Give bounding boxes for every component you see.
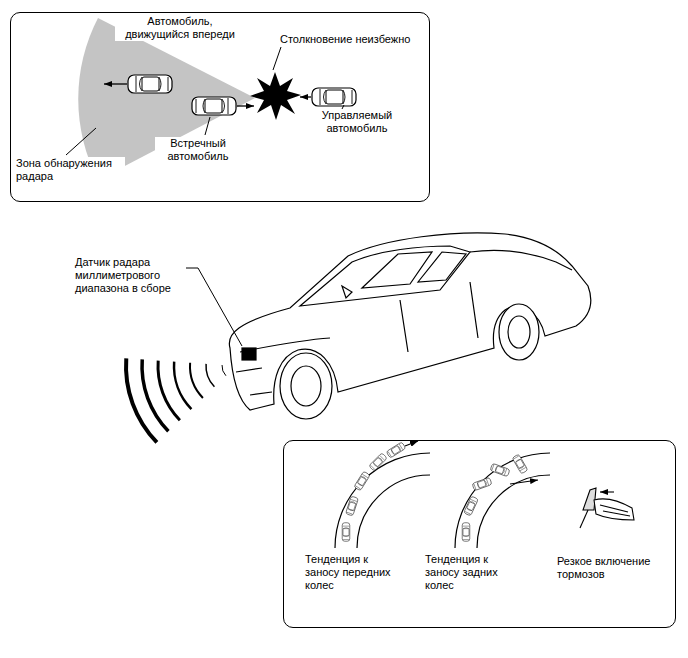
scene-label: Встречный автомобиль <box>155 137 241 163</box>
wave-arc <box>126 358 157 442</box>
vehicle <box>229 233 590 419</box>
motion-arrow <box>237 105 254 106</box>
driven-car <box>312 88 356 106</box>
radar-zone <box>78 18 255 180</box>
scene-label: Автомобиль, движущийся впереди <box>115 15 245 41</box>
motion-arrow <box>300 96 311 97</box>
radar-waves <box>126 358 226 442</box>
wave-arc <box>190 363 203 398</box>
motion-arrow <box>104 83 127 84</box>
wave-arc <box>222 365 226 376</box>
leader-line <box>186 268 242 346</box>
scene-label: Тенденция к заносу задних колес <box>424 553 526 593</box>
wave-arc <box>174 362 191 409</box>
collision-star <box>250 72 301 120</box>
scene-label: Тенденция к заносу передних колес <box>304 553 406 593</box>
leader-line <box>273 47 281 70</box>
wave-arc <box>142 359 168 431</box>
wave-arc <box>158 361 180 421</box>
oncoming-car <box>192 97 236 115</box>
understeer-cars <box>342 441 418 541</box>
oversteer-cars <box>462 454 538 541</box>
scene-label: Зона обнаружения радара <box>15 157 125 183</box>
road-curve <box>335 453 550 548</box>
scene-label: Управляемый автомобиль <box>311 109 403 135</box>
scene-frame: Тенденция к заносу передних колес Тенденц… <box>283 440 676 628</box>
leader-line <box>205 117 210 135</box>
wave-arc <box>206 364 214 387</box>
leader-line <box>66 128 96 155</box>
scene-label: Столкновение неизбежно <box>279 33 411 46</box>
scene-label: Резкое включение тормозов <box>556 555 663 581</box>
part-label: Датчик радара миллиметрового диапазона в… <box>74 256 186 296</box>
scene-frame: Автомобиль, движущийся впередиСтолкновен… <box>10 12 430 202</box>
brake-pedal <box>580 488 634 528</box>
car-ahead <box>128 75 172 93</box>
